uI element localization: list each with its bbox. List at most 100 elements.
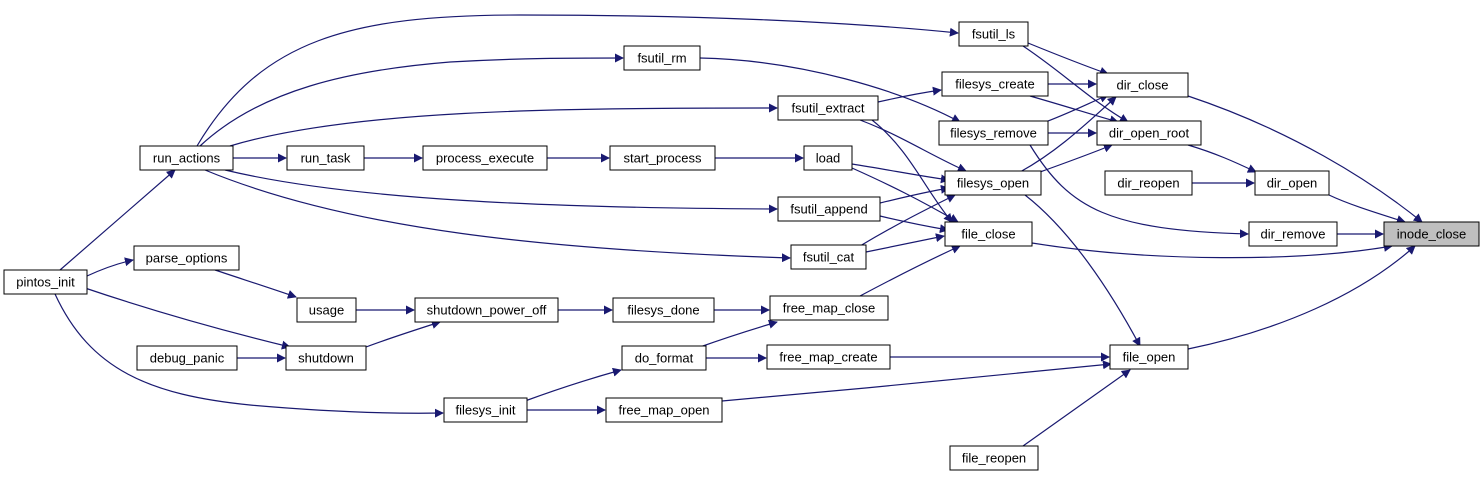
edge-parse_options-shutdown [84,287,291,350]
node-fsutil-append[interactable]: fsutil_append [777,196,881,222]
node-fsutil-cat[interactable]: fsutil_cat [790,244,867,270]
svg-text:parse_options: parse_options [146,251,228,266]
edge-pintos_init-filesys_init [54,293,444,418]
node-debug-panic[interactable]: debug_panic [136,345,238,371]
svg-text:shutdown: shutdown [298,351,354,366]
edge-load-file_close [851,167,959,223]
edge-pintos_init-run_actions [59,169,176,271]
svg-text:filesys_create: filesys_create [955,77,1034,92]
node-dir-open-root[interactable]: dir_open_root [1096,120,1202,146]
node-free-map-create[interactable]: free_map_create [766,344,891,370]
edge-fsutil_append-filesys_open [879,184,950,204]
node-file-close[interactable]: file_close [944,221,1033,247]
edge-pintos_init-parse_options [86,257,134,277]
node-filesys-create[interactable]: filesys_create [941,71,1049,97]
node-shutdown[interactable]: shutdown [285,345,367,371]
edge-load-filesys_open [851,163,950,184]
node-file-reopen[interactable]: file_reopen [949,445,1039,471]
svg-text:free_map_open: free_map_open [618,403,709,418]
svg-text:run_task: run_task [301,151,351,166]
svg-text:filesys_open: filesys_open [957,176,1029,191]
edge-shutdown-shutdown_power_off [365,320,441,348]
node-run-actions[interactable]: run_actions [139,145,234,171]
node-filesys-init[interactable]: filesys_init [443,397,528,423]
edge-fsutil_ls-dir_open_root [1019,43,1129,123]
svg-text:usage: usage [309,303,344,318]
edge-filesys_open-dir_close [1019,96,1117,173]
node-pintos-init[interactable]: pintos_init [3,269,88,295]
svg-text:dir_open_root: dir_open_root [1109,126,1190,141]
node-parse-options[interactable]: parse_options [133,245,240,271]
node-start-process[interactable]: start_process [609,145,716,171]
node-load[interactable]: load [803,145,853,171]
svg-text:run_actions: run_actions [153,151,221,166]
svg-text:shutdown_power_off: shutdown_power_off [427,303,547,318]
node-filesys-open[interactable]: filesys_open [944,170,1042,196]
svg-text:filesys_init: filesys_init [456,403,516,418]
edges [54,14,1423,447]
edge-fsutil_extract-filesys_open [859,119,967,172]
svg-text:file_open: file_open [1123,350,1176,365]
node-filesys-done[interactable]: filesys_done [612,297,715,323]
node-free-map-close[interactable]: free_map_close [769,295,889,321]
node-fsutil-ls[interactable]: fsutil_ls [958,21,1029,47]
edge-parse_options-usage [214,269,297,299]
node-dir-open[interactable]: dir_open [1254,170,1330,196]
edge-fsutil_ls-dir_close [1027,42,1109,76]
node-dir-close[interactable]: dir_close [1096,72,1189,98]
edge-filesys_init-do_format [524,367,622,402]
edge-fsutil_extract-file_close [871,119,953,223]
node-process-execute[interactable]: process_execute [422,145,548,171]
edge-do_format-free_map_close [699,319,778,348]
svg-text:start_process: start_process [623,151,702,166]
node-dir-remove[interactable]: dir_remove [1248,221,1338,247]
edge-filesys_remove-dir_remove [1029,144,1249,239]
svg-text:free_map_close: free_map_close [783,301,876,316]
edge-filesys_open-file_open [1024,194,1141,347]
edge-run_actions-fsutil_extract [229,103,778,147]
svg-text:free_map_create: free_map_create [779,350,877,365]
edge-run_actions-fsutil_ls [196,14,959,147]
edge-dir_open-inode_close [1328,194,1406,224]
node-fsutil-rm[interactable]: fsutil_rm [623,45,701,71]
node-shutdown-power-off[interactable]: shutdown_power_off [414,297,559,323]
svg-text:fsutil_rm: fsutil_rm [637,51,686,66]
node-do-format[interactable]: do_format [621,345,707,371]
edge-file_close-inode_close [1031,242,1393,259]
svg-text:dir_reopen: dir_reopen [1117,176,1179,191]
node-run-task[interactable]: run_task [286,145,365,171]
edge-fsutil_cat-file_close [865,233,945,253]
svg-text:pintos_init: pintos_init [16,275,75,290]
svg-text:dir_close: dir_close [1116,78,1168,93]
svg-text:do_format: do_format [635,351,694,366]
node-dir-reopen[interactable]: dir_reopen [1104,170,1193,196]
svg-text:process_execute: process_execute [436,151,534,166]
node-file-open[interactable]: file_open [1109,344,1189,370]
svg-text:fsutil_append: fsutil_append [790,202,867,217]
edge-fsutil_rm-filesys_remove [699,57,961,123]
edge-free_map_close-file_close [859,245,961,297]
edge-dir_open_root-dir_open [1187,144,1257,173]
node-inode-close[interactable]: inode_close [1383,221,1480,247]
svg-text:dir_remove: dir_remove [1260,227,1325,242]
svg-text:load: load [816,151,841,166]
node-free-map-open[interactable]: free_map_open [605,397,723,423]
edge-run_actions-fsutil_cat [204,169,791,263]
node-usage[interactable]: usage [296,297,357,323]
svg-text:fsutil_extract: fsutil_extract [792,101,865,116]
svg-text:file_reopen: file_reopen [962,451,1026,466]
edge-run_actions-fsutil_rm [199,53,624,147]
nodes: inode_close dir_open dir_remove file_clo… [3,21,1480,471]
svg-text:fsutil_ls: fsutil_ls [972,27,1016,42]
svg-text:fsutil_cat: fsutil_cat [803,250,855,265]
edge-fsutil_extract-filesys_create [877,86,942,103]
node-fsutil-extract[interactable]: fsutil_extract [777,95,879,121]
node-filesys-remove[interactable]: filesys_remove [938,120,1049,146]
svg-text:file_close: file_close [961,227,1015,242]
edge-fsutil_cat-filesys_open [859,194,956,247]
edge-file_reopen-file_open [1022,369,1131,447]
edge-dir_close-inode_close [1187,95,1423,223]
edge-filesys_create-dir_open_root [1029,95,1119,125]
svg-text:inode_close: inode_close [1397,227,1466,242]
edge-free_map_open-file_open [721,360,1112,402]
